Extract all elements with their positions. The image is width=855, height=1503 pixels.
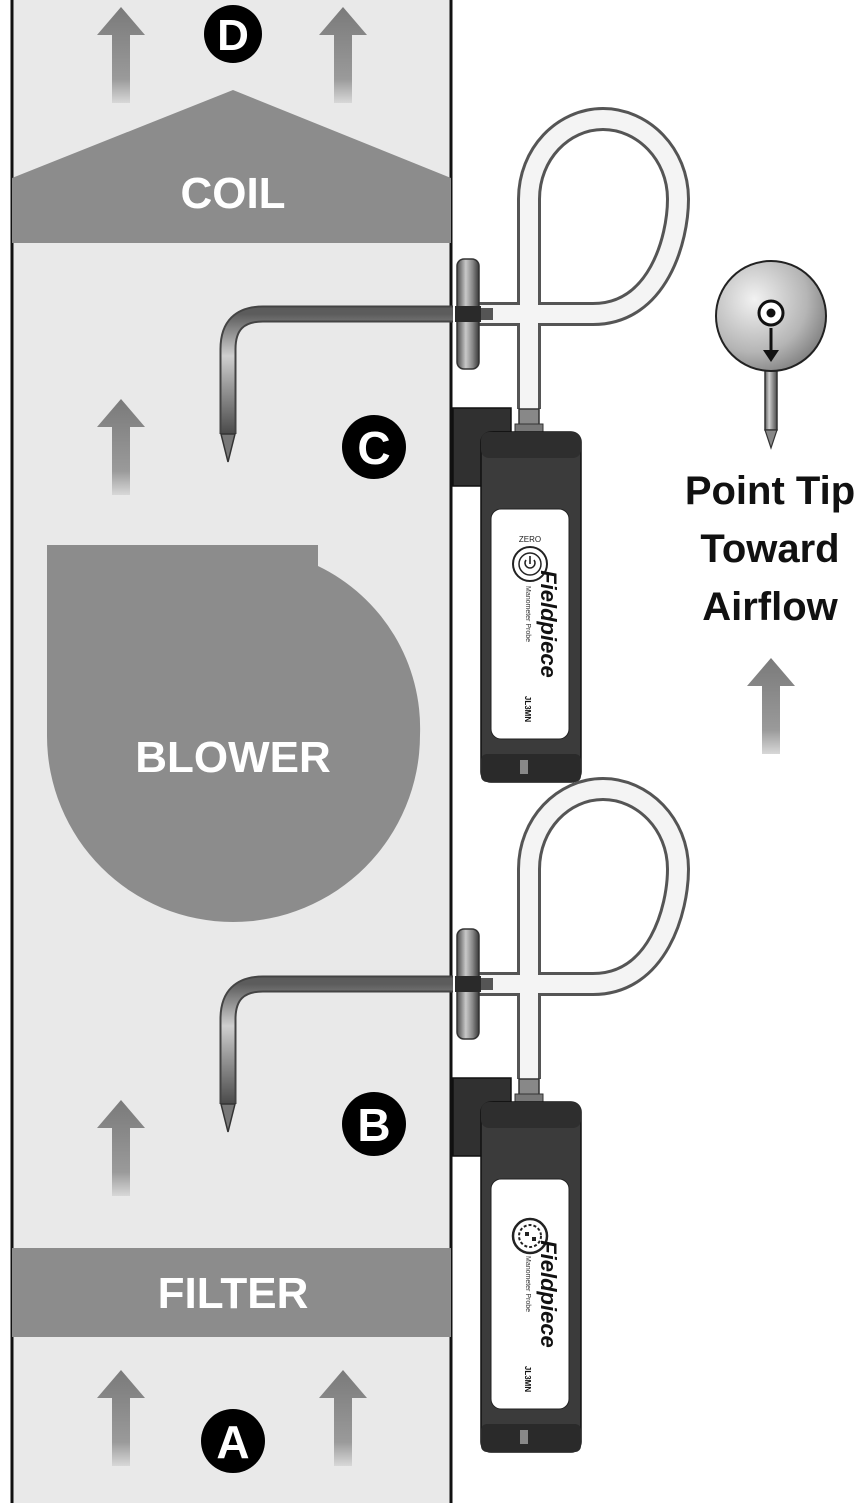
manometer-probe-upper: ZERO Fieldpiece Manometer Probe JL3MN [221, 119, 678, 782]
point-a-marker: A [201, 1409, 265, 1473]
zero-label: ZERO [519, 535, 541, 544]
display-icon [511, 1217, 549, 1255]
instruction-line-2: Toward [700, 527, 839, 571]
filter-label: FILTER [158, 1269, 309, 1318]
coil-label: COIL [180, 169, 285, 218]
point-b-letter: B [357, 1099, 390, 1151]
point-c-marker: C [342, 415, 406, 479]
coil-shape [12, 90, 451, 243]
subtitle-label: Manometer Probe [524, 586, 531, 642]
point-d-letter: D [217, 11, 249, 60]
blower-label: BLOWER [135, 733, 331, 782]
brand-label: Fieldpiece [536, 570, 561, 678]
instruction-line-1: Point Tip [685, 469, 855, 513]
up-arrow-icon [747, 658, 795, 754]
power-icon [524, 556, 536, 569]
instruction-line-3: Airflow [702, 585, 838, 629]
point-b-marker: B [342, 1092, 406, 1156]
point-a-letter: A [216, 1416, 249, 1468]
zero-button: ZERO [512, 535, 548, 582]
point-c-letter: C [357, 422, 390, 474]
model-label: JL3MN [523, 696, 532, 722]
subtitle-label: Manometer Probe [524, 1256, 531, 1312]
point-d-marker: D [204, 5, 262, 63]
brand-label: Fieldpiece [536, 1240, 561, 1348]
blower-shape [47, 545, 421, 922]
filter-shape [12, 1248, 451, 1337]
model-label: JL3MN [523, 1366, 532, 1392]
manometer-probe-lower: Fieldpiece Manometer Probe JL3MN [221, 789, 678, 1452]
tip-direction-icon [715, 260, 827, 450]
